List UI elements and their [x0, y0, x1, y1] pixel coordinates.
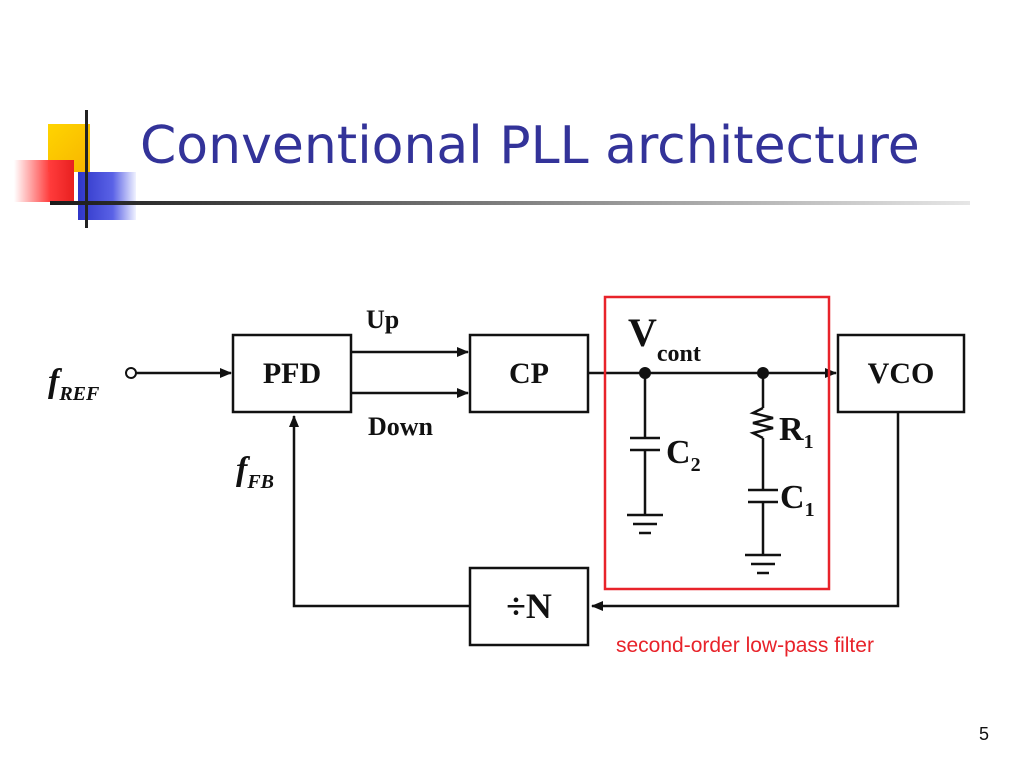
- vco-feedback-wire: [591, 412, 900, 611]
- c2-label: C2: [666, 434, 701, 476]
- capacitor-c2: [630, 373, 660, 515]
- fref-label: fREF: [48, 363, 100, 405]
- c2-sub: 2: [691, 454, 701, 476]
- c1-sub: 1: [805, 499, 815, 521]
- divider-feedback-wire: [289, 415, 470, 608]
- down-label: Down: [368, 412, 434, 441]
- ffb-sub: FB: [246, 471, 274, 493]
- title-underline: [50, 201, 970, 205]
- loop-filter-caption: second-order low-pass filter: [616, 634, 874, 657]
- resistor-r1: [749, 373, 774, 490]
- capacitor-c1: [748, 488, 778, 555]
- ffb-main: f: [236, 451, 251, 488]
- cp-label: CP: [509, 357, 549, 390]
- r1-sub: 1: [804, 431, 814, 453]
- fref-sub: REF: [58, 383, 100, 405]
- page-title: Conventional PLL architecture: [140, 116, 920, 176]
- vco-label: VCO: [868, 357, 935, 390]
- ground-c1: [745, 553, 781, 575]
- page-number: 5: [979, 724, 990, 744]
- divider-label: ÷N: [506, 586, 552, 626]
- c1-label: C1: [780, 479, 815, 521]
- ground-c2: [627, 513, 663, 535]
- pfd-label: PFD: [263, 357, 321, 390]
- fref-input-terminal: [125, 367, 137, 379]
- vcont-sub: cont: [657, 341, 701, 367]
- vcont-label: Vcont: [628, 310, 701, 367]
- c2-main: C: [666, 434, 691, 471]
- ffb-label: fFB: [236, 451, 274, 493]
- loop-filter-highlight-box: [603, 295, 831, 591]
- vcont-main: V: [628, 310, 657, 355]
- r1-label: R1: [779, 411, 814, 453]
- pfd-block: [231, 333, 353, 414]
- cp-block: [468, 333, 590, 414]
- vertical-accent-line: [85, 110, 88, 228]
- c1-main: C: [780, 479, 805, 516]
- red-accent-square: [14, 160, 74, 202]
- up-label: Up: [366, 305, 399, 334]
- r1-main: R: [779, 411, 804, 448]
- vco-block: [836, 333, 966, 414]
- fref-main: f: [48, 363, 63, 400]
